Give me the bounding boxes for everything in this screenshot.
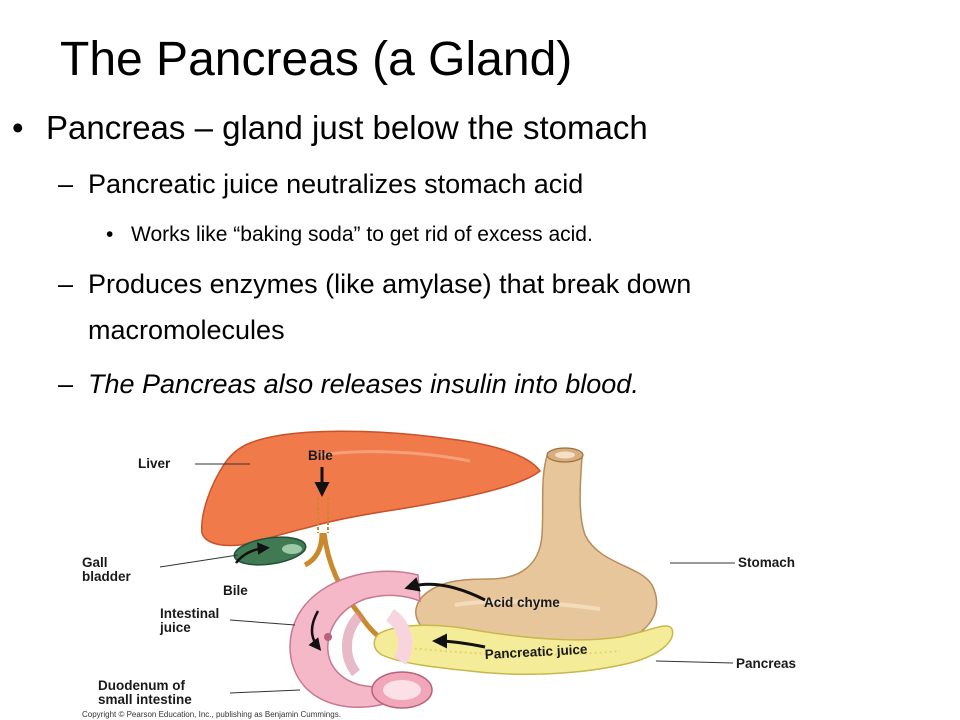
duodenum-fold: [341, 611, 364, 677]
bullet-marker-small: •: [106, 223, 114, 246]
leader-duodenum: [229, 689, 301, 694]
leader-pancreas: [655, 660, 734, 664]
esophagus-inner: [555, 451, 575, 459]
dash-marker: –: [58, 369, 74, 399]
liver-highlight: [319, 450, 471, 463]
dash-marker: –: [58, 169, 74, 199]
acid-chyme-arrow: [404, 577, 486, 602]
duodenum-opening-inner: [383, 680, 421, 700]
label-duodenum-line1: Duodenum of: [98, 678, 185, 693]
cystic-duct: [303, 532, 325, 568]
bile-arrow-gallbladder: [235, 542, 270, 564]
duct-opening: [324, 633, 332, 641]
dash-marker: –: [58, 269, 74, 299]
bullet-sub-pancreatic-juice: Pancreatic juice neutralizes stomach aci…: [88, 169, 584, 199]
label-liver: Liver: [138, 456, 171, 471]
label-bile-top: Bile: [308, 448, 333, 463]
intestinal-juice-arrow: [308, 610, 322, 651]
label-duodenum-line2: small intestine: [98, 692, 192, 707]
label-stomach: Stomach: [738, 555, 795, 570]
bullet-list: • Pancreas – gland just below the stomac…: [12, 109, 692, 399]
bullet-main: Pancreas – gland just below the stomach: [46, 109, 648, 146]
bullet-detail-baking-soda: Works like “baking soda” to get rid of e…: [131, 223, 593, 246]
copyright-text: Copyright © Pearson Education, Inc., pub…: [82, 710, 341, 719]
slide-title: The Pancreas (a Gland): [60, 33, 573, 86]
leader-intestinal-juice: [229, 619, 296, 626]
digestive-organs-diagram: Liver Bile Gall bladder Bile Intestinal …: [60, 415, 860, 720]
label-gall-line2: bladder: [82, 569, 132, 584]
stomach-highlight: [454, 599, 601, 611]
duodenum-lumen: [385, 609, 413, 665]
bullet-sub-enzymes-line1: Produces enzymes (like amylase) that bre…: [88, 269, 692, 299]
liver-shape: [201, 430, 542, 547]
label-gall-line1: Gall: [82, 555, 108, 570]
diagram-svg: Liver Bile Gall bladder Bile Intestinal …: [82, 430, 796, 719]
bullet-sub-enzymes-line2: macromolecules: [88, 315, 285, 345]
bullet-sub-insulin: The Pancreas also releases insulin into …: [88, 369, 639, 399]
label-pancreas: Pancreas: [736, 656, 796, 671]
label-acid-chyme: Acid chyme: [484, 595, 560, 610]
pancreatic-juice-arrow: [432, 633, 486, 649]
label-intestinal-line2: juice: [159, 620, 191, 635]
label-bile-bottom: Bile: [223, 583, 248, 598]
label-intestinal-line1: Intestinal: [160, 606, 219, 621]
label-pancreatic-juice: Pancreatic juice: [484, 642, 588, 662]
gallbladder-highlight: [282, 544, 302, 554]
leader-gallbladder: [159, 554, 239, 568]
bullet-marker: •: [12, 109, 24, 146]
